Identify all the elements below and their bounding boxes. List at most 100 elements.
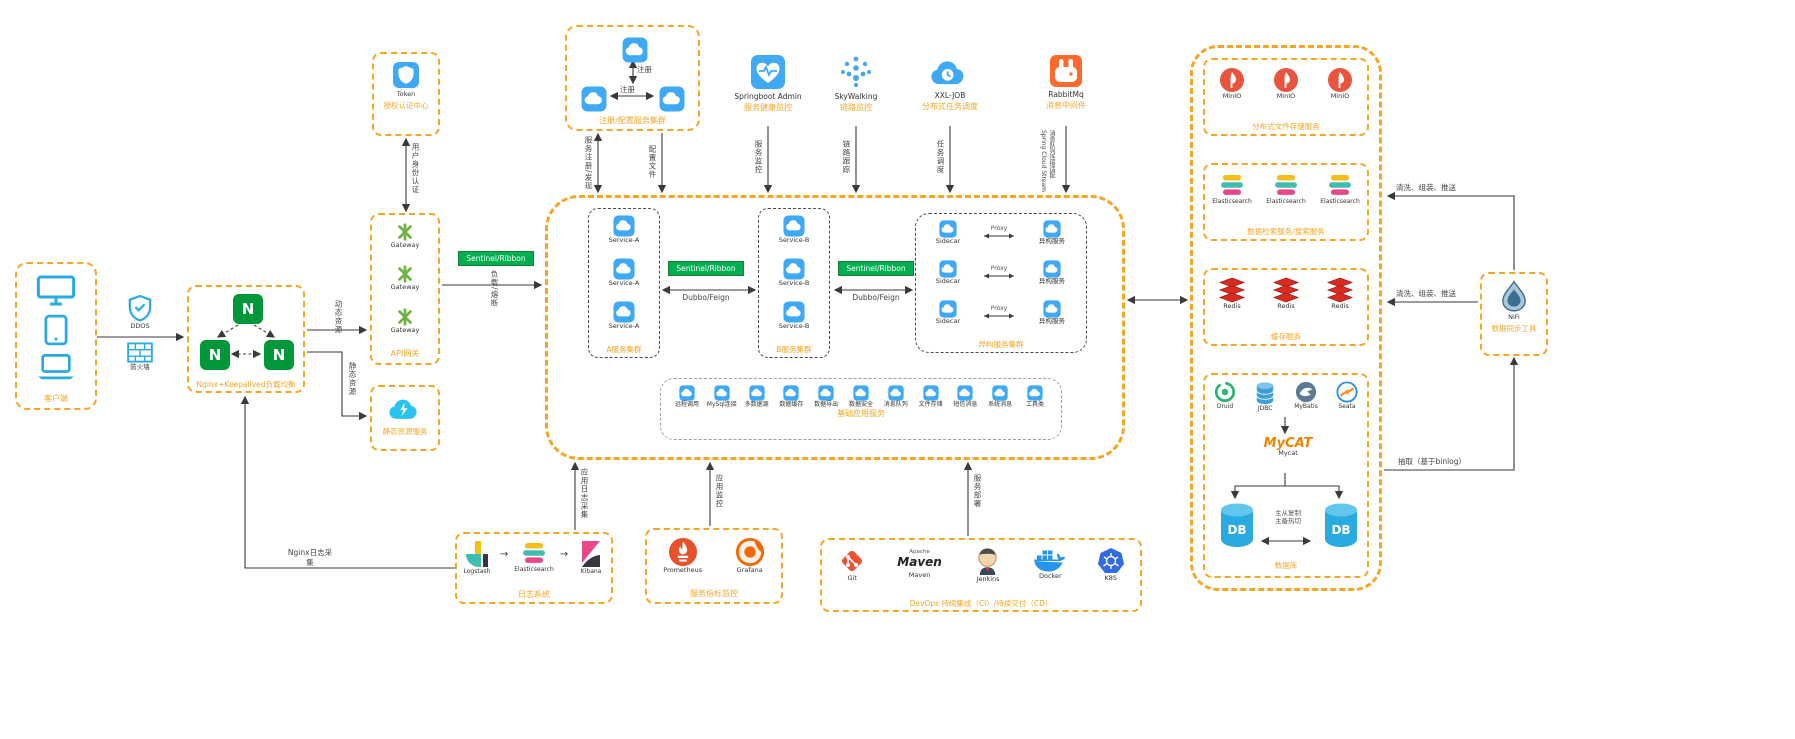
nifi-box: NiFi 数据同步工具 <box>1480 272 1548 356</box>
token-label: Token <box>396 90 416 98</box>
k8s-item: K8S <box>1090 547 1132 583</box>
svg-text:DB: DB <box>1331 523 1350 537</box>
gateway-item: Gateway <box>390 264 420 292</box>
cloud-icon <box>923 385 939 401</box>
nifi-drop-icon <box>1501 280 1527 312</box>
rabbitmq-label: 消息中间件 <box>1046 101 1086 110</box>
replication-line1: 主从复制 <box>1275 509 1301 517</box>
es-item: Elasticsearch <box>1212 172 1252 205</box>
base-service-item: 数据安全 <box>844 385 878 408</box>
base-service-label: 工具类 <box>1025 401 1044 408</box>
minio-label: MinIO <box>1222 92 1242 100</box>
seata-label: Seata <box>1338 403 1356 410</box>
service-b-item: Service-B <box>778 215 810 245</box>
ddos-label: DDOS <box>130 322 150 330</box>
laptop-icon <box>36 353 76 380</box>
clean-push-label: 清洗、组装、推送 <box>1396 183 1456 192</box>
druid-label: Druid <box>1216 403 1234 410</box>
svg-text:DB: DB <box>1227 523 1246 537</box>
register-label: 注册 <box>620 85 635 94</box>
sentinel-ribbon-badge: Sentinel/Ribbon <box>838 261 914 276</box>
nifi-label: 数据同步工具 <box>1491 323 1537 333</box>
cloud-clock-icon <box>929 56 971 89</box>
service-b-item: Service-B <box>779 258 809 288</box>
config-flow-label: 配置文件 <box>648 145 657 179</box>
minio-item: MinIO <box>1219 67 1245 101</box>
cluster-b-label: B服务集群 <box>776 344 812 354</box>
jdbc-icon <box>1254 381 1276 405</box>
base-services-label: 基础应用服务 <box>837 409 885 419</box>
service-b-label: Service-B <box>778 236 810 244</box>
sentinel-ribbon-badge: Sentinel/Ribbon <box>668 261 744 276</box>
cloud-icon <box>992 385 1008 401</box>
edge-nginx-static <box>307 351 368 421</box>
gateway-item: Gateway <box>391 307 419 335</box>
druid-icon <box>1214 381 1236 403</box>
redis-label: Redis <box>1223 302 1241 310</box>
hetero-service-icon <box>1043 300 1061 318</box>
git-label: Git <box>847 574 857 582</box>
tablet-icon <box>43 314 69 346</box>
firewall-icon <box>127 342 153 363</box>
jenkins-item: Jenkins <box>965 547 1011 584</box>
gateway-label: Gateway <box>390 283 420 292</box>
proxy-label: Proxy <box>990 225 1008 233</box>
minio-box: MinIO MinIO MinIO 分布式文件存储服务 <box>1203 58 1369 136</box>
prometheus-icon <box>668 537 698 567</box>
search-cluster-label: 数据检索服务/搜索服务 <box>1247 226 1325 236</box>
springboot-admin-name: Springboot Admin <box>734 92 802 101</box>
cloud-icon <box>853 385 869 401</box>
gateway-icon <box>395 222 415 242</box>
prometheus-label: Prometheus <box>663 566 703 574</box>
redis-item: Redis <box>1272 277 1300 311</box>
auth-center-label: 授权认证中心 <box>383 100 429 110</box>
cache-box: Redis Redis Redis 缓存服务 <box>1203 268 1369 346</box>
api-gateway-label: API网关 <box>390 348 420 358</box>
elasticsearch-icon <box>1273 172 1299 198</box>
stream-flow-label: Spring Cloud Stream 消息队列连接适配 <box>1040 130 1056 192</box>
cluster-a-box: Service-A Service-A Service-A A服务集群 <box>588 208 660 358</box>
hetero-service-icon <box>1043 260 1061 278</box>
service-cloud-icon <box>783 258 805 280</box>
discovery-flow-label: 服务注册/发现 <box>584 136 593 191</box>
cloud-bolt-icon <box>387 396 423 423</box>
base-service-label: 文件存储 <box>918 401 943 408</box>
skywalking-group: SkyWalking 链路监控 <box>806 54 906 113</box>
base-service-label: 数据缓存 <box>779 401 804 408</box>
kibana-icon <box>578 540 604 568</box>
cloud-icon <box>714 385 730 401</box>
sentinel-note-label: 负载/熔断 <box>490 270 499 308</box>
service-a-item: Service-A <box>609 301 639 331</box>
base-service-label: 消息队列 <box>883 401 908 408</box>
app-log-flow-label: 应用日志采集 <box>580 468 589 519</box>
base-service-item: 文件存储 <box>914 385 948 408</box>
app-monitor-flow-label: 应用监控 <box>715 474 724 508</box>
jenkins-label: Jenkins <box>976 575 1000 583</box>
trace-flow-label: 链路跟踪 <box>842 140 851 174</box>
register-label: 注册 <box>637 65 652 74</box>
skywalking-icon <box>838 54 874 90</box>
skywalking-label: 链路监控 <box>840 103 872 112</box>
es-item: Elasticsearch <box>1320 172 1360 205</box>
service-b-item: Service-B <box>779 301 809 331</box>
registry-label: 注册/配置服务集群 <box>599 116 666 125</box>
redis-item: Redis <box>1326 277 1354 311</box>
rabbitmq-icon <box>1049 54 1083 88</box>
redis-icon <box>1272 277 1300 303</box>
mycat-logo: MyCAT <box>1263 436 1313 451</box>
nginx-icon: N <box>233 294 263 324</box>
firewall-group: 防火墙 <box>114 342 166 372</box>
token-shield-icon <box>392 61 420 89</box>
logstash-item: Logstash <box>457 540 497 575</box>
cluster-a-label: A服务集群 <box>606 344 642 354</box>
rabbitmq-name: RabbitMq <box>1048 90 1084 99</box>
monitor-flow-label: 服务监控 <box>754 140 763 174</box>
edge-mycat-db1 <box>1230 485 1285 500</box>
database-label: 数据库 <box>1274 560 1298 570</box>
cloud-icon <box>888 385 904 401</box>
base-service-item: 系统消息 <box>983 385 1017 408</box>
db-cylinder: DB <box>1322 502 1360 552</box>
nifi-name: NiFi <box>1508 313 1520 321</box>
redis-item: Redis <box>1218 277 1246 311</box>
